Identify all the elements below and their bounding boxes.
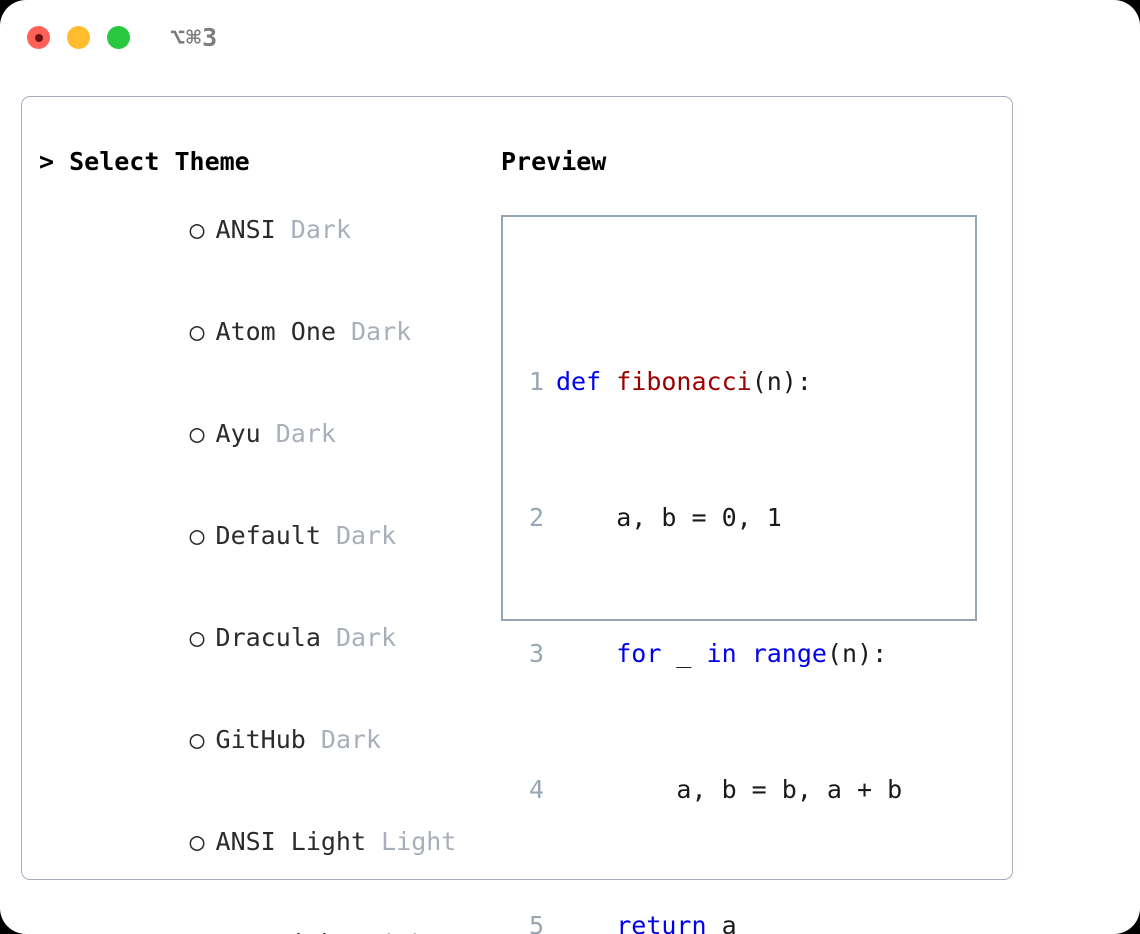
code-token: a [706,911,737,934]
line-number: 3 [528,639,544,668]
theme-option-tag: Dark [335,521,397,550]
theme-option-label: ANSI Light [215,827,367,856]
code-token: return [616,911,707,934]
code-token: for [616,639,662,668]
maximize-button[interactable] [107,26,130,49]
theme-option-label: Ayu Light [216,929,351,934]
theme-option-label: Ayu [215,419,261,448]
code-token: range [751,639,827,668]
code-token: in [706,639,737,668]
theme-option-ansi-dark[interactable]: ○ ANSI Dark [39,179,479,281]
code-token: (n): [751,367,812,396]
radio-icon: ○ [189,521,205,550]
code-line: 5 return a [518,909,947,934]
code-line: 3 for _ in range(n): [518,637,947,671]
line-number: 1 [528,367,544,396]
theme-selector-dialog: > Select Theme ○ ANSI Dark ○ Atom One Dark… [21,96,1013,934]
minimize-button[interactable] [67,26,90,49]
theme-option-github-dark[interactable]: ○ GitHub Dark [39,689,479,791]
radio-icon: ○ [189,215,205,244]
theme-option-tag: Dark [320,725,382,754]
theme-option-ayu-light[interactable]: ○Ayu Light Light [39,893,479,934]
theme-option-dracula-dark[interactable]: ○ Dracula Dark [39,587,479,689]
theme-list-panel: > Select Theme ○ ANSI Dark ○ Atom One Dark… [39,145,479,934]
code-token: a, b = 0, 1 [556,503,782,532]
theme-option-default-dark[interactable]: ○ Default Dark [39,485,479,587]
preview-heading: Preview [501,147,607,176]
theme-option-label: Atom One [215,317,336,346]
close-button[interactable] [27,26,50,49]
theme-option-tag: Dark [290,215,352,244]
radio-icon: ○ [189,623,205,652]
theme-option-tag: Dark [275,419,336,448]
radio-icon: ○ [189,317,205,346]
line-number: 5 [528,911,544,934]
keyboard-shortcut-label: ⌥⌘3 [170,23,219,52]
theme-option-label: Default [215,521,321,550]
code-token [556,639,616,668]
theme-option-tag: Dark [335,623,397,652]
code-token [556,911,616,934]
theme-option-atom-one-dark[interactable]: ○ Atom One Dark [39,281,479,383]
radio-icon: ○ [189,827,205,856]
theme-option-tag: Light [381,827,457,856]
title-bar: ⌥⌘3 [0,0,1140,78]
line-number: 4 [528,775,544,804]
theme-option-label: ANSI [215,215,276,244]
radio-icon: ○ [189,419,205,448]
code-token: fibonacci [616,367,752,396]
theme-option-tag: Dark [351,317,412,346]
code-token: def [556,367,617,396]
radio-icon: ○ [190,927,216,934]
theme-option-tag: Light [366,929,441,934]
code-line: 4 a, b = b, a + b [518,773,947,807]
code-line: 2 a, b = 0, 1 [518,501,947,535]
radio-icon: ○ [189,725,205,754]
select-theme-heading: > Select Theme [39,147,250,176]
theme-option-label: Dracula [215,623,321,652]
theme-option-ayu-dark[interactable]: ○ Ayu Dark [39,383,479,485]
traffic-lights [27,26,130,49]
code-token: a, b = b, a + b [556,775,903,804]
code-token: _ [661,639,707,668]
code-line: 1 def fibonacci(n): [518,365,947,399]
line-number: 2 [528,503,544,532]
code-token: (n): [826,639,888,668]
theme-option-label: GitHub [215,725,306,754]
code-token [737,639,752,668]
theme-option-ansi-light[interactable]: ○ ANSI Light Light [39,791,479,893]
